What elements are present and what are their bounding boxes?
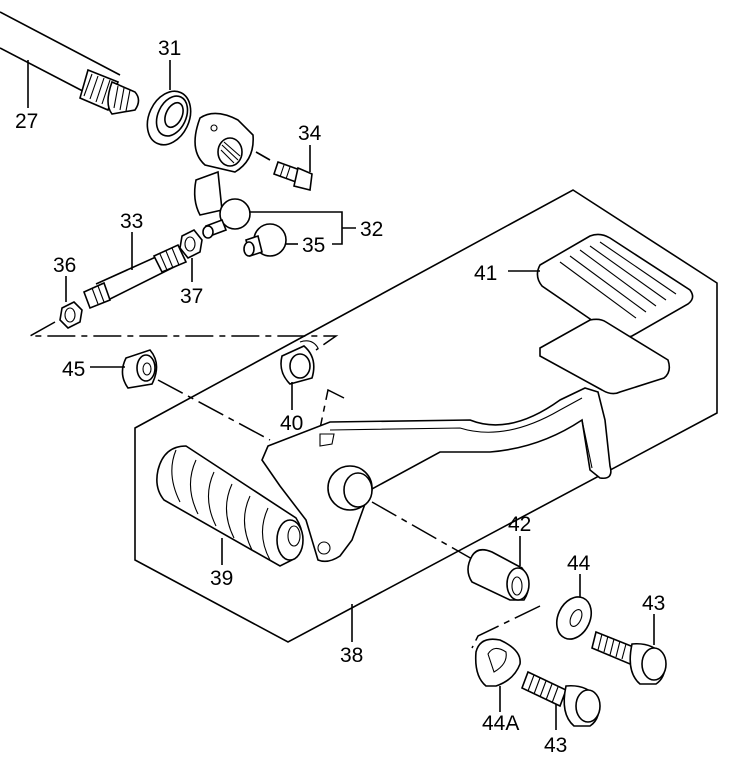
- part-37-nut[interactable]: [179, 228, 203, 260]
- part-35-rod[interactable]: [82, 243, 188, 310]
- label-40: 39: [210, 567, 233, 590]
- label-41: 41: [474, 262, 497, 285]
- part-42-bushing[interactable]: [467, 548, 530, 601]
- part-27-shaft[interactable]: [0, 11, 140, 115]
- part-38-pedal-arm[interactable]: [261, 387, 612, 563]
- part-33-cap[interactable]: [243, 223, 287, 258]
- part-36-nut[interactable]: [59, 301, 83, 329]
- part-40-footrest-rubber[interactable]: [156, 445, 304, 567]
- part-44a-lock-washer[interactable]: [474, 638, 521, 687]
- leader-32: [250, 211, 356, 245]
- label-43-lower: 43: [544, 734, 567, 757]
- label-34: 34: [298, 122, 322, 145]
- label-43-upper: 43: [642, 592, 665, 615]
- part-43-bolt-upper[interactable]: [591, 630, 667, 685]
- part-41-pedal-pad[interactable]: [536, 233, 694, 339]
- part-38-pedal-plate[interactable]: [539, 318, 671, 395]
- label-44: 44: [567, 552, 591, 575]
- part-31-oil-seal[interactable]: [139, 84, 199, 152]
- part-32-lever[interactable]: [193, 112, 254, 239]
- part-39-stopper[interactable]: [280, 340, 319, 385]
- part-34-bolt[interactable]: [255, 151, 313, 191]
- part-44-washer[interactable]: [550, 591, 598, 644]
- label-38: 38: [340, 644, 363, 667]
- label-36: 36: [53, 254, 76, 277]
- label-27: 27: [15, 110, 38, 133]
- label-37: 37: [180, 285, 203, 308]
- label-45: 45: [62, 358, 85, 381]
- label-33: 35: [302, 234, 325, 257]
- centerline-44: [471, 605, 541, 649]
- centerline-45: [157, 379, 271, 441]
- centerline-39: [317, 388, 345, 439]
- label-31: 31: [158, 37, 181, 60]
- centerline-rod: [27, 321, 339, 351]
- assembly-box-38: [134, 189, 718, 643]
- label-44a: 44A: [482, 712, 519, 735]
- label-42: 42: [508, 513, 531, 536]
- part-45-bushing[interactable]: [121, 349, 158, 389]
- label-35: 33: [120, 210, 143, 233]
- label-39: 40: [280, 412, 303, 435]
- label-32: 32: [360, 218, 383, 241]
- part-43-bolt-lower[interactable]: [520, 670, 601, 727]
